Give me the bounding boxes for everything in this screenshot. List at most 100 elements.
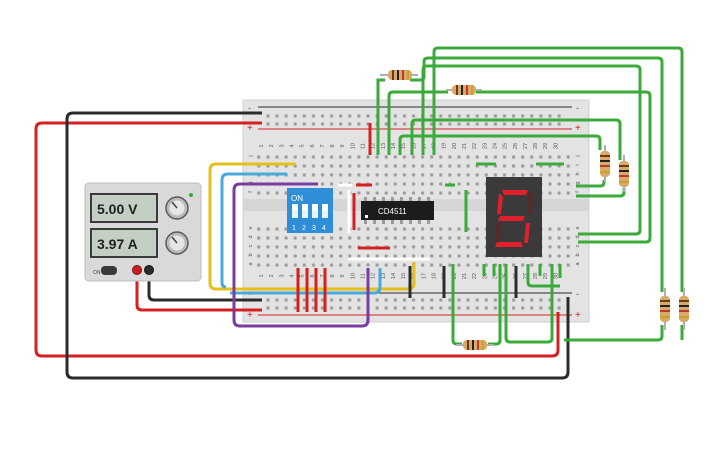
dip-switch[interactable]: ON 1 2 3 4 — [287, 188, 333, 233]
column-label-bottom: 12 — [371, 273, 377, 279]
row-label-left: a — [248, 262, 254, 266]
red-psu-positive-wire[interactable] — [135, 273, 262, 312]
rail-minus-label-bottom-right: - — [576, 289, 579, 299]
column-label-top: 30 — [553, 143, 559, 149]
column-label-bottom: 22 — [472, 273, 478, 279]
blue-dip-wire[interactable] — [220, 172, 287, 283]
rail-plus-label-top-left: + — [247, 123, 253, 134]
rail-plus-label-bottom-left: + — [247, 310, 253, 321]
column-label-bottom: 29 — [543, 273, 549, 279]
negative-terminal[interactable] — [144, 265, 154, 275]
dip-toggle-1[interactable] — [292, 204, 298, 218]
rail-minus-label-top-left: - — [248, 103, 251, 113]
segment-a — [502, 190, 528, 195]
column-label-bottom: 5 — [300, 274, 306, 277]
column-label-top: 26 — [513, 143, 519, 149]
column-label-bottom: 28 — [533, 273, 539, 279]
black-ground-wire-outer[interactable] — [65, 111, 570, 380]
column-label-top: 5 — [300, 144, 306, 147]
red-power-wire-outer[interactable] — [34, 121, 560, 358]
power-led — [189, 193, 193, 197]
column-label-top: 1 — [259, 144, 265, 147]
column-label-top: 27 — [523, 143, 529, 149]
row-label-left: b — [248, 253, 254, 256]
column-label-top: 28 — [533, 143, 539, 149]
resistor-top-2[interactable] — [446, 85, 482, 95]
resistor-right-2[interactable] — [619, 155, 629, 192]
row-label-right: h — [575, 172, 581, 175]
power-switch-label: ON — [93, 270, 101, 276]
row-label-right: c — [575, 244, 581, 247]
column-label-bottom: 4 — [289, 274, 295, 277]
voltage-knob[interactable] — [165, 196, 189, 220]
voltage-display-text: 5.00 V — [97, 201, 138, 217]
purple-dip-wire[interactable] — [232, 182, 370, 328]
black-psu-negative-wire[interactable] — [147, 273, 262, 302]
current-knob[interactable] — [165, 231, 189, 255]
column-label-top: 7 — [320, 144, 326, 147]
resistor-bottom[interactable] — [456, 340, 494, 350]
row-label-right: d — [575, 235, 581, 238]
rail-plus-label-bottom-right: + — [575, 310, 581, 321]
column-label-bottom: 7 — [320, 274, 326, 277]
segment-f — [497, 193, 503, 214]
row-label-left: d — [248, 235, 254, 238]
column-label-top: 21 — [462, 143, 468, 149]
row-label-left: f — [248, 191, 254, 193]
row-label-right: a — [575, 262, 581, 266]
segment-dp — [531, 244, 535, 248]
resistor-top-1[interactable] — [380, 70, 418, 80]
seven-segment-display[interactable] — [486, 177, 542, 257]
segment-g — [498, 216, 525, 221]
column-label-top: 2 — [269, 144, 275, 147]
column-label-top: 15 — [401, 143, 407, 149]
rail-minus-label-top-right: - — [576, 103, 579, 113]
dip-toggle-4[interactable] — [322, 204, 328, 218]
blue-dip-wire-return[interactable] — [230, 268, 382, 295]
ic-chip[interactable]: CD4511 — [361, 197, 434, 224]
column-label-bottom: 8 — [330, 274, 336, 277]
yellow-dip-wire[interactable] — [208, 162, 416, 291]
column-label-bottom: 11 — [361, 273, 367, 279]
resistor-far-right-2[interactable] — [679, 288, 689, 330]
column-label-top: 10 — [350, 143, 356, 149]
current-display — [92, 230, 156, 256]
column-label-bottom: 3 — [279, 274, 285, 277]
green-segment-wires[interactable] — [376, 46, 684, 346]
segment-c — [524, 223, 530, 243]
dip-switch-on-label: ON — [291, 194, 303, 203]
dip-pullup-jumpers[interactable] — [296, 268, 327, 312]
dip-toggle-3[interactable] — [312, 204, 318, 218]
dip-number-1: 1 — [292, 225, 296, 232]
bottom-power-rails: - + - + — [247, 289, 581, 321]
top-power-rails: - + - + — [247, 103, 581, 134]
voltage-display — [92, 195, 156, 221]
row-label-left: j — [248, 155, 254, 157]
ic-label: CD4511 — [378, 207, 407, 216]
column-label-top: 6 — [310, 144, 316, 147]
dip-toggle-2[interactable] — [302, 204, 308, 218]
digit-segments — [495, 190, 535, 248]
column-label-bottom: 27 — [523, 273, 529, 279]
row-label-left: c — [248, 244, 254, 247]
segment-d — [495, 242, 523, 247]
positive-terminal[interactable] — [132, 265, 142, 275]
dip-number-3: 3 — [312, 225, 316, 232]
column-label-bottom: 2 — [269, 274, 275, 277]
dip-number-2: 2 — [302, 225, 306, 232]
column-label-bottom: 10 — [350, 273, 356, 279]
column-label-bottom: 21 — [462, 273, 468, 279]
power-supply[interactable]: 5.00 V 3.97 A ON — [84, 182, 202, 282]
column-label-top: 11 — [361, 143, 367, 149]
rail-plus-label-top-right: + — [575, 123, 581, 134]
power-switch[interactable] — [101, 266, 117, 275]
blue-dip-wire-corner[interactable] — [220, 282, 227, 289]
resistor-far-right-1[interactable] — [660, 288, 670, 330]
column-label-bottom: 15 — [401, 273, 407, 279]
column-label-bottom: 9 — [340, 274, 346, 277]
resistor-right-1[interactable] — [600, 145, 610, 182]
column-label-top: 23 — [482, 143, 488, 149]
